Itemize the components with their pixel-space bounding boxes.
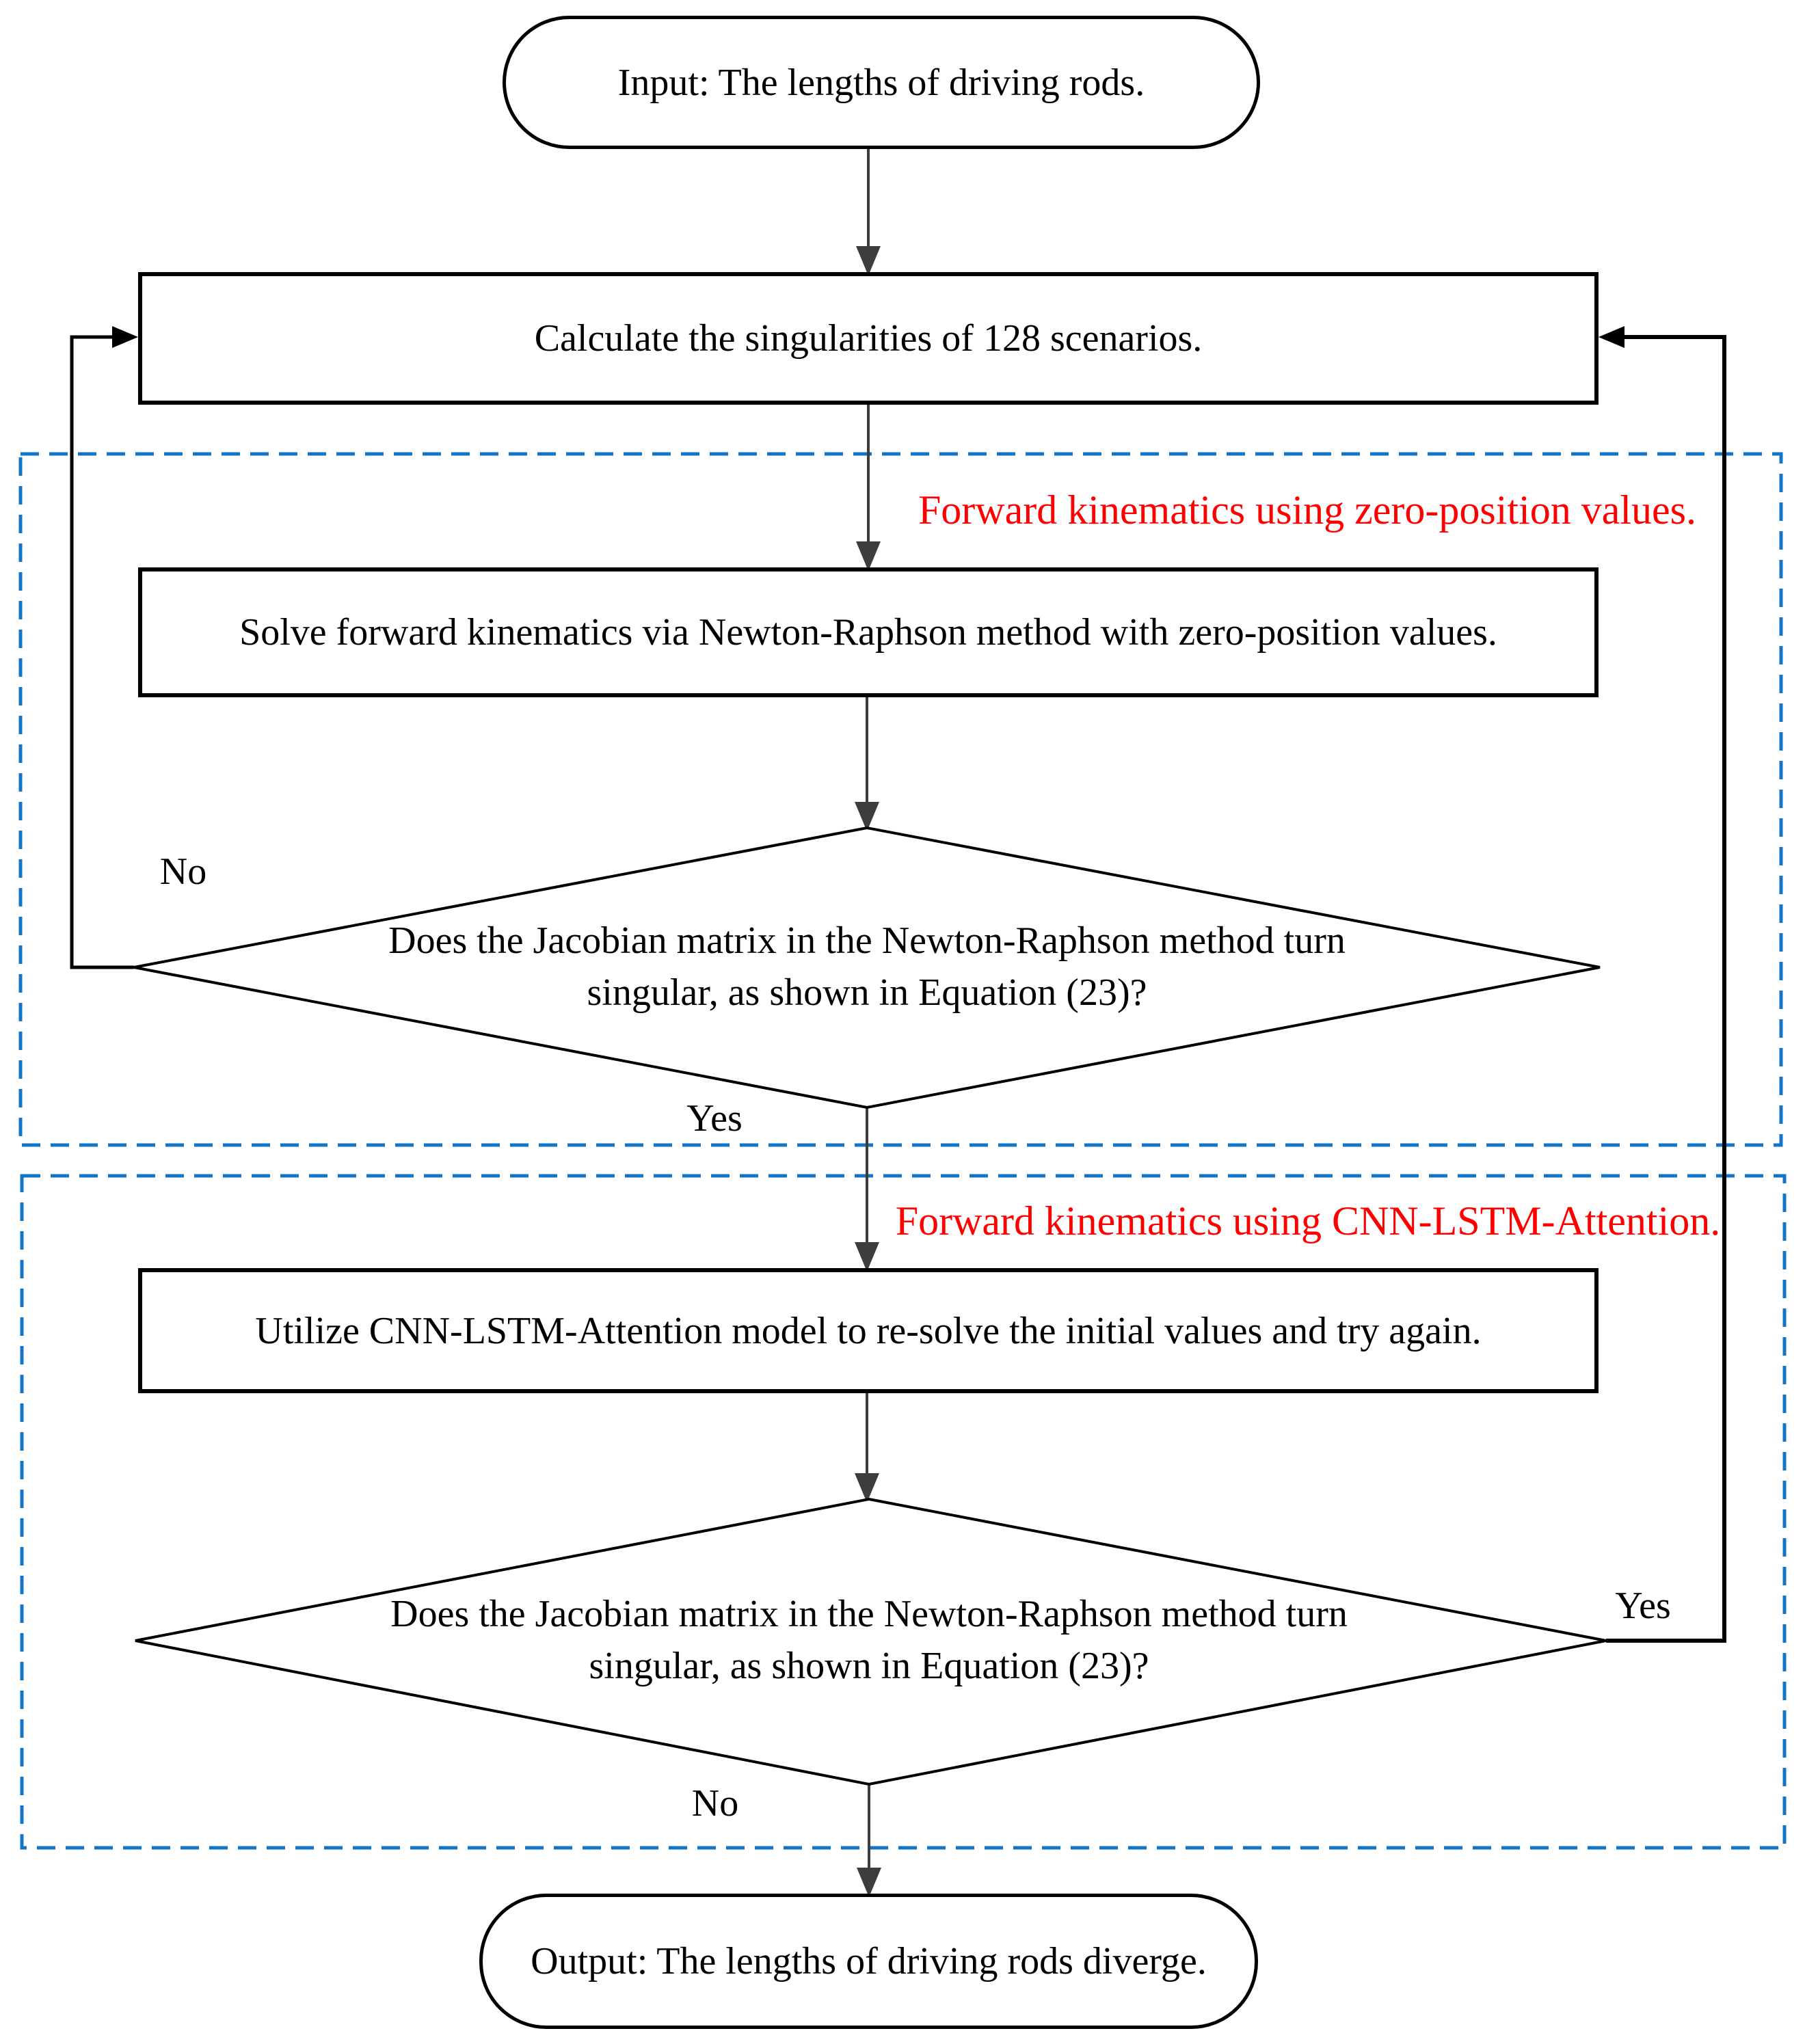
process-utilize-cnn-lstm-attention: Utilize CNN-LSTM-Attention model to re-s… <box>138 1268 1599 1393</box>
edge-solve-to-decision1-arrowhead <box>855 802 879 832</box>
edge-decision2-no-arrowhead <box>857 1868 881 1898</box>
calculate-label: Calculate the singularities of 128 scena… <box>534 317 1203 360</box>
edge-decision1-no-arrowhead <box>112 326 138 348</box>
dashed-region-cnn-lstm <box>20 1174 1787 1850</box>
output-label: Output: The lengths of driving rods dive… <box>531 1940 1207 1982</box>
process-calculate-singularities: Calculate the singularities of 128 scena… <box>138 272 1599 405</box>
output-terminator: Output: The lengths of driving rods dive… <box>479 1894 1258 2029</box>
edge-decision2-yes-loop <box>1606 335 1726 1643</box>
edge-decision1-no-loop <box>70 335 134 969</box>
input-terminator: Input: The lengths of driving rods. <box>503 16 1260 149</box>
solve-label: Solve forward kinematics via Newton-Raph… <box>239 611 1497 654</box>
edge-input-to-calculate-arrowhead <box>856 246 881 276</box>
edge-utilize-to-decision2-arrowhead <box>855 1473 879 1503</box>
annotation-cnn-lstm: Forward kinematics using CNN-LSTM-Attent… <box>895 1198 1721 1243</box>
utilize-label: Utilize CNN-LSTM-Attention model to re-s… <box>255 1309 1482 1352</box>
decision1-diamond <box>133 826 1601 1110</box>
decision1-label: Does the Jacobian matrix in the Newton-R… <box>388 919 1346 1014</box>
edge-calculate-to-solve-arrowhead <box>856 541 881 571</box>
dashed-region-zero-position <box>18 452 1783 1147</box>
label-yes-decision1: Yes <box>686 1097 743 1140</box>
decision2-diamond <box>135 1497 1607 1786</box>
edge-decision1-yes-arrowhead <box>855 1242 879 1272</box>
annotation-zero-position: Forward kinematics using zero-position v… <box>918 487 1697 533</box>
label-no-decision2: No <box>691 1782 739 1825</box>
input-label: Input: The lengths of driving rods. <box>617 61 1145 104</box>
edge-decision2-yes-arrowhead <box>1599 326 1624 348</box>
label-no-decision1: No <box>159 850 207 893</box>
decision2-label: Does the Jacobian matrix in the Newton-R… <box>390 1593 1348 1687</box>
process-solve-forward-kinematics: Solve forward kinematics via Newton-Raph… <box>138 567 1599 697</box>
label-yes-decision2: Yes <box>1615 1585 1671 1627</box>
